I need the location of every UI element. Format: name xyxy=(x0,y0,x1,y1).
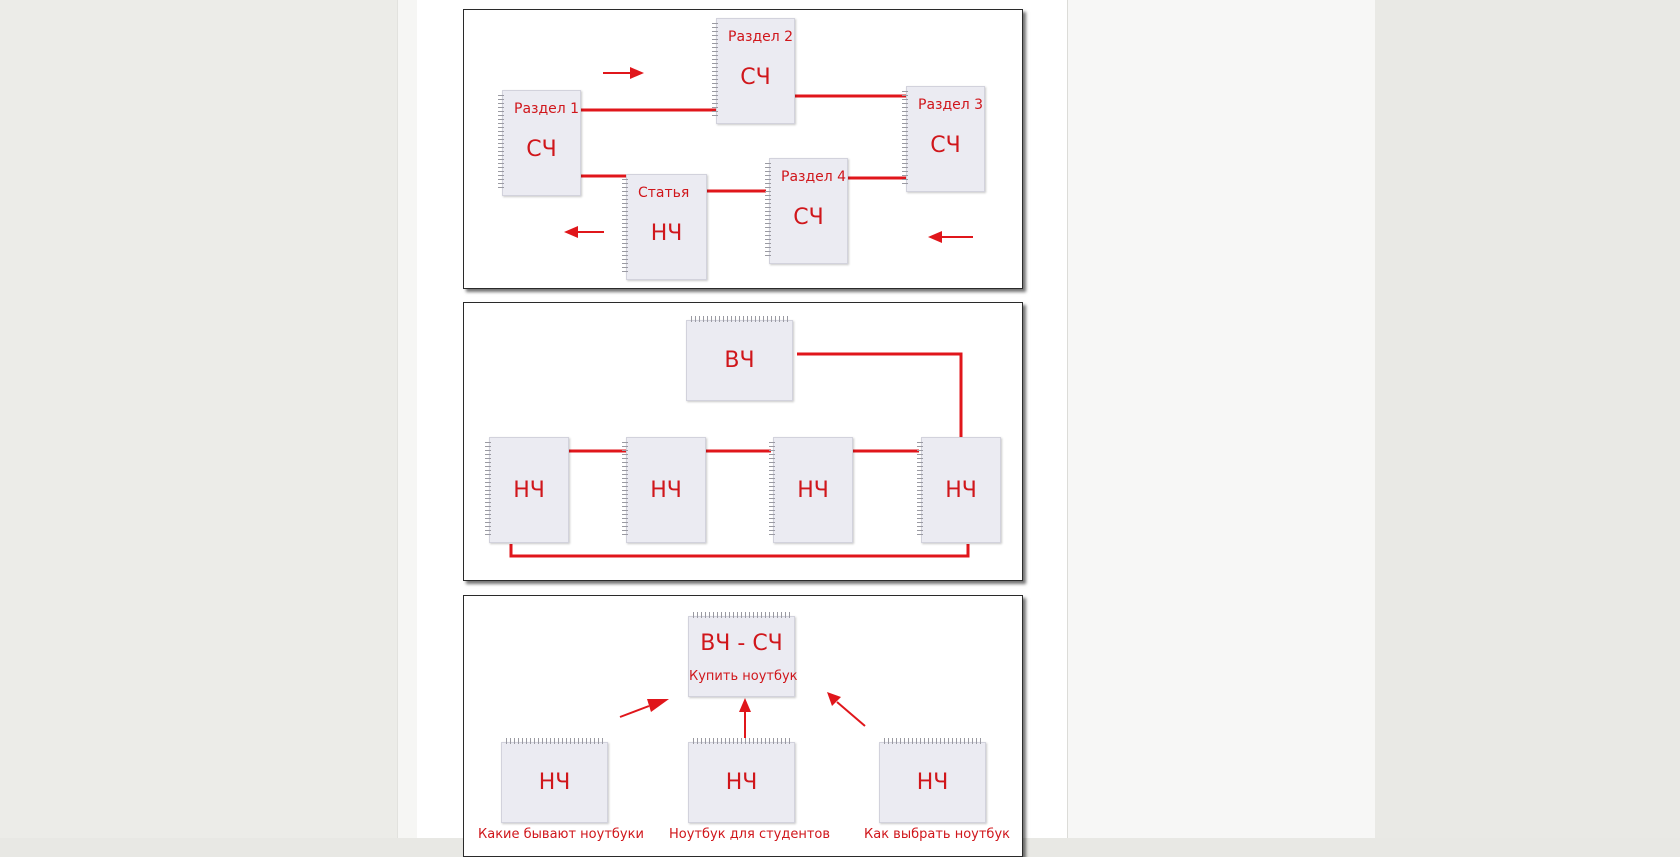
note-low-frequency-c: НЧ xyxy=(879,738,986,823)
diagram-section-structure: Раздел 1 СЧ Раздел 2 СЧ Раздел 3 СЧ Разд… xyxy=(463,9,1023,289)
note-label: НЧ xyxy=(650,477,682,503)
note-title: Раздел 1 xyxy=(514,101,580,117)
note-label: НЧ xyxy=(797,477,829,503)
content-edge xyxy=(397,0,418,838)
caption-choose-laptop: Как выбрать ноутбук xyxy=(864,827,1010,842)
sidebar xyxy=(1068,0,1375,838)
note-label: ВЧ xyxy=(724,348,755,373)
page-background-right xyxy=(1375,0,1680,838)
diagram-query-groups: ВЧ - СЧ Купить ноутбук НЧ НЧ НЧ Какие бы… xyxy=(463,595,1023,857)
note-title: Раздел 3 xyxy=(918,97,984,113)
note-section-3: Раздел 3 СЧ xyxy=(902,86,985,192)
note-low-frequency-b: НЧ xyxy=(688,738,795,823)
diagram-connections xyxy=(564,67,973,243)
note-label: НЧ xyxy=(945,477,977,503)
note-label: СЧ xyxy=(793,205,824,230)
note-label: НЧ xyxy=(538,770,571,795)
note-low-frequency-a: НЧ xyxy=(501,738,608,823)
note-title: Статья xyxy=(638,185,690,201)
caption-laptop-students: Ноутбук для студентов xyxy=(669,827,831,842)
diagram-connections xyxy=(509,352,970,558)
diagram-arrows xyxy=(619,692,866,738)
note-label: ВЧ - СЧ xyxy=(700,631,783,656)
caption-laptop-types: Какие бывают ноутбуки xyxy=(478,827,644,842)
note-label: НЧ xyxy=(916,770,949,795)
note-label: НЧ xyxy=(513,477,545,503)
note-low-frequency-1: НЧ xyxy=(485,437,569,543)
note-high-mid-frequency: ВЧ - СЧ Купить ноутбук xyxy=(688,612,798,697)
diagram-linking-scheme: ВЧ НЧ НЧ НЧ НЧ xyxy=(463,302,1023,581)
note-label: НЧ xyxy=(725,770,758,795)
note-label: СЧ xyxy=(930,133,961,158)
note-title: Раздел 2 xyxy=(728,29,794,45)
note-low-frequency-4: НЧ xyxy=(917,437,1001,543)
note-section-4: Раздел 4 СЧ xyxy=(765,158,848,264)
note-title: Раздел 4 xyxy=(781,169,847,185)
note-high-frequency: ВЧ xyxy=(686,316,793,401)
note-label: СЧ xyxy=(740,65,771,90)
note-section-1: Раздел 1 СЧ xyxy=(498,90,581,196)
note-article: Статья НЧ xyxy=(622,174,707,280)
note-low-frequency-3: НЧ xyxy=(769,437,853,543)
note-section-2: Раздел 2 СЧ xyxy=(712,18,795,124)
page-background-left xyxy=(0,0,397,838)
note-label: СЧ xyxy=(526,137,557,162)
note-sublabel: Купить ноутбук xyxy=(689,669,798,684)
note-low-frequency-2: НЧ xyxy=(622,437,706,543)
note-label: НЧ xyxy=(650,221,683,246)
